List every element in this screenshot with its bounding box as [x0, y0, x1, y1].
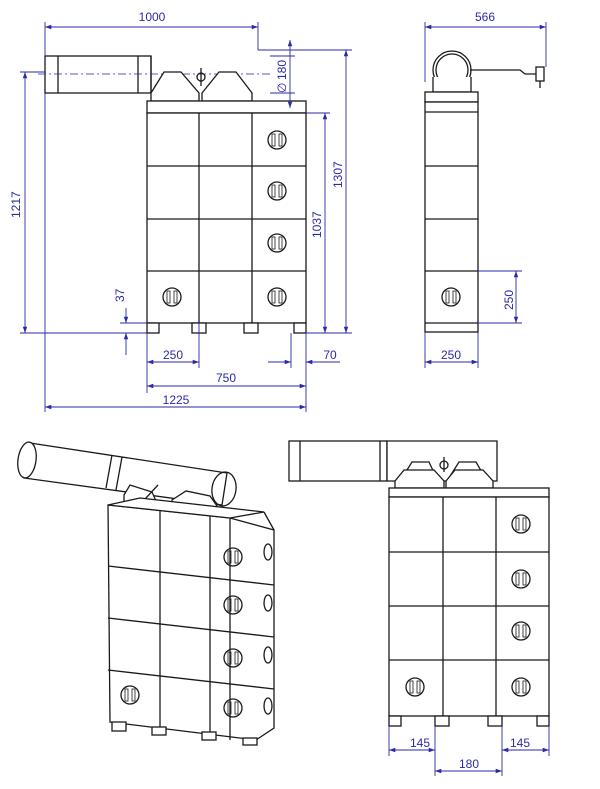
rear-ports — [405, 514, 531, 697]
front-hood-right — [196, 68, 253, 102]
port-icon — [162, 287, 182, 307]
dim-180-label: 180 — [275, 60, 289, 80]
port-icon — [511, 677, 531, 697]
dim-180-rear-label: 180 — [459, 757, 479, 771]
port-icon — [267, 287, 287, 307]
dim-145-left: 145 — [388, 726, 436, 776]
dim-145-left-label: 145 — [410, 736, 430, 750]
rear-top-slab — [388, 487, 550, 498]
port-icon — [223, 648, 243, 668]
dim-566: 566 — [424, 10, 547, 82]
dim-1217-label: 1217 — [9, 191, 23, 218]
port-icon — [441, 287, 461, 307]
dim-37: 37 — [113, 288, 147, 355]
side-port-icon — [263, 594, 273, 612]
dim-1225-label: 1225 — [163, 393, 190, 407]
port-icon — [223, 595, 243, 615]
iso-ports — [120, 543, 273, 718]
dim-diameter-180: ∅ 180 — [270, 40, 295, 108]
dim-1037-label: 1037 — [310, 211, 324, 238]
front-view: 1000 ∅ 180 1217 1307 1037 — [9, 10, 352, 412]
isometric-view — [17, 441, 275, 746]
port-icon — [267, 130, 287, 150]
dim-1000-label: 1000 — [139, 10, 166, 24]
front-feet — [146, 322, 307, 334]
port-icon — [511, 621, 531, 641]
dim-750: 750 — [147, 371, 306, 389]
dim-180-rear: 180 — [435, 757, 502, 774]
dim-145-right: 145 — [501, 726, 550, 776]
iso-pipe — [17, 441, 237, 507]
iso-body — [107, 497, 275, 741]
dim-1225: 1225 — [44, 93, 307, 412]
dim-1000: 1000 — [44, 10, 259, 56]
side-port-icon — [263, 697, 273, 715]
side-port-icon — [263, 543, 273, 561]
rear-feet — [388, 715, 550, 727]
side-body — [424, 101, 479, 333]
dim-1307: 1307 — [258, 49, 352, 334]
rear-hoods — [394, 457, 494, 489]
dim-1217: 1217 — [9, 71, 147, 334]
dim-250-side-horizontal: 250 — [424, 332, 479, 368]
dim-250-side-v-label: 250 — [502, 290, 516, 310]
port-icon — [223, 698, 243, 718]
port-icon — [267, 181, 287, 201]
port-icon — [511, 514, 531, 534]
dim-750-label: 750 — [216, 371, 236, 385]
port-icon — [267, 233, 287, 253]
rear-view: 145 145 180 — [288, 440, 550, 776]
dim-250-side-h-label: 250 — [441, 348, 461, 362]
port-icon — [511, 569, 531, 589]
diameter-symbol: ∅ — [275, 83, 289, 93]
side-pipe — [424, 50, 545, 103]
side-port-icon — [263, 646, 273, 664]
port-icon — [223, 547, 243, 567]
dim-70-label: 70 — [323, 348, 337, 362]
dim-566-label: 566 — [475, 10, 495, 24]
dim-250-side-vertical: 250 — [478, 270, 522, 324]
dim-250-front: 250 — [146, 323, 200, 393]
front-pipe — [38, 55, 270, 94]
front-hood-left — [150, 71, 200, 102]
dim-37-label: 37 — [113, 288, 127, 302]
dim-1307-label: 1307 — [331, 161, 345, 188]
front-top-slab — [146, 100, 307, 114]
iso-feet — [111, 721, 258, 746]
side-view: 566 250 250 — [424, 10, 547, 368]
port-icon — [405, 677, 425, 697]
dim-1037: 1037 — [306, 112, 330, 333]
dim-250-front-label: 250 — [163, 348, 183, 362]
port-icon — [120, 685, 140, 705]
dim-70: 70 — [268, 333, 340, 393]
front-ports — [162, 130, 287, 307]
dim-145-right-label: 145 — [510, 736, 530, 750]
